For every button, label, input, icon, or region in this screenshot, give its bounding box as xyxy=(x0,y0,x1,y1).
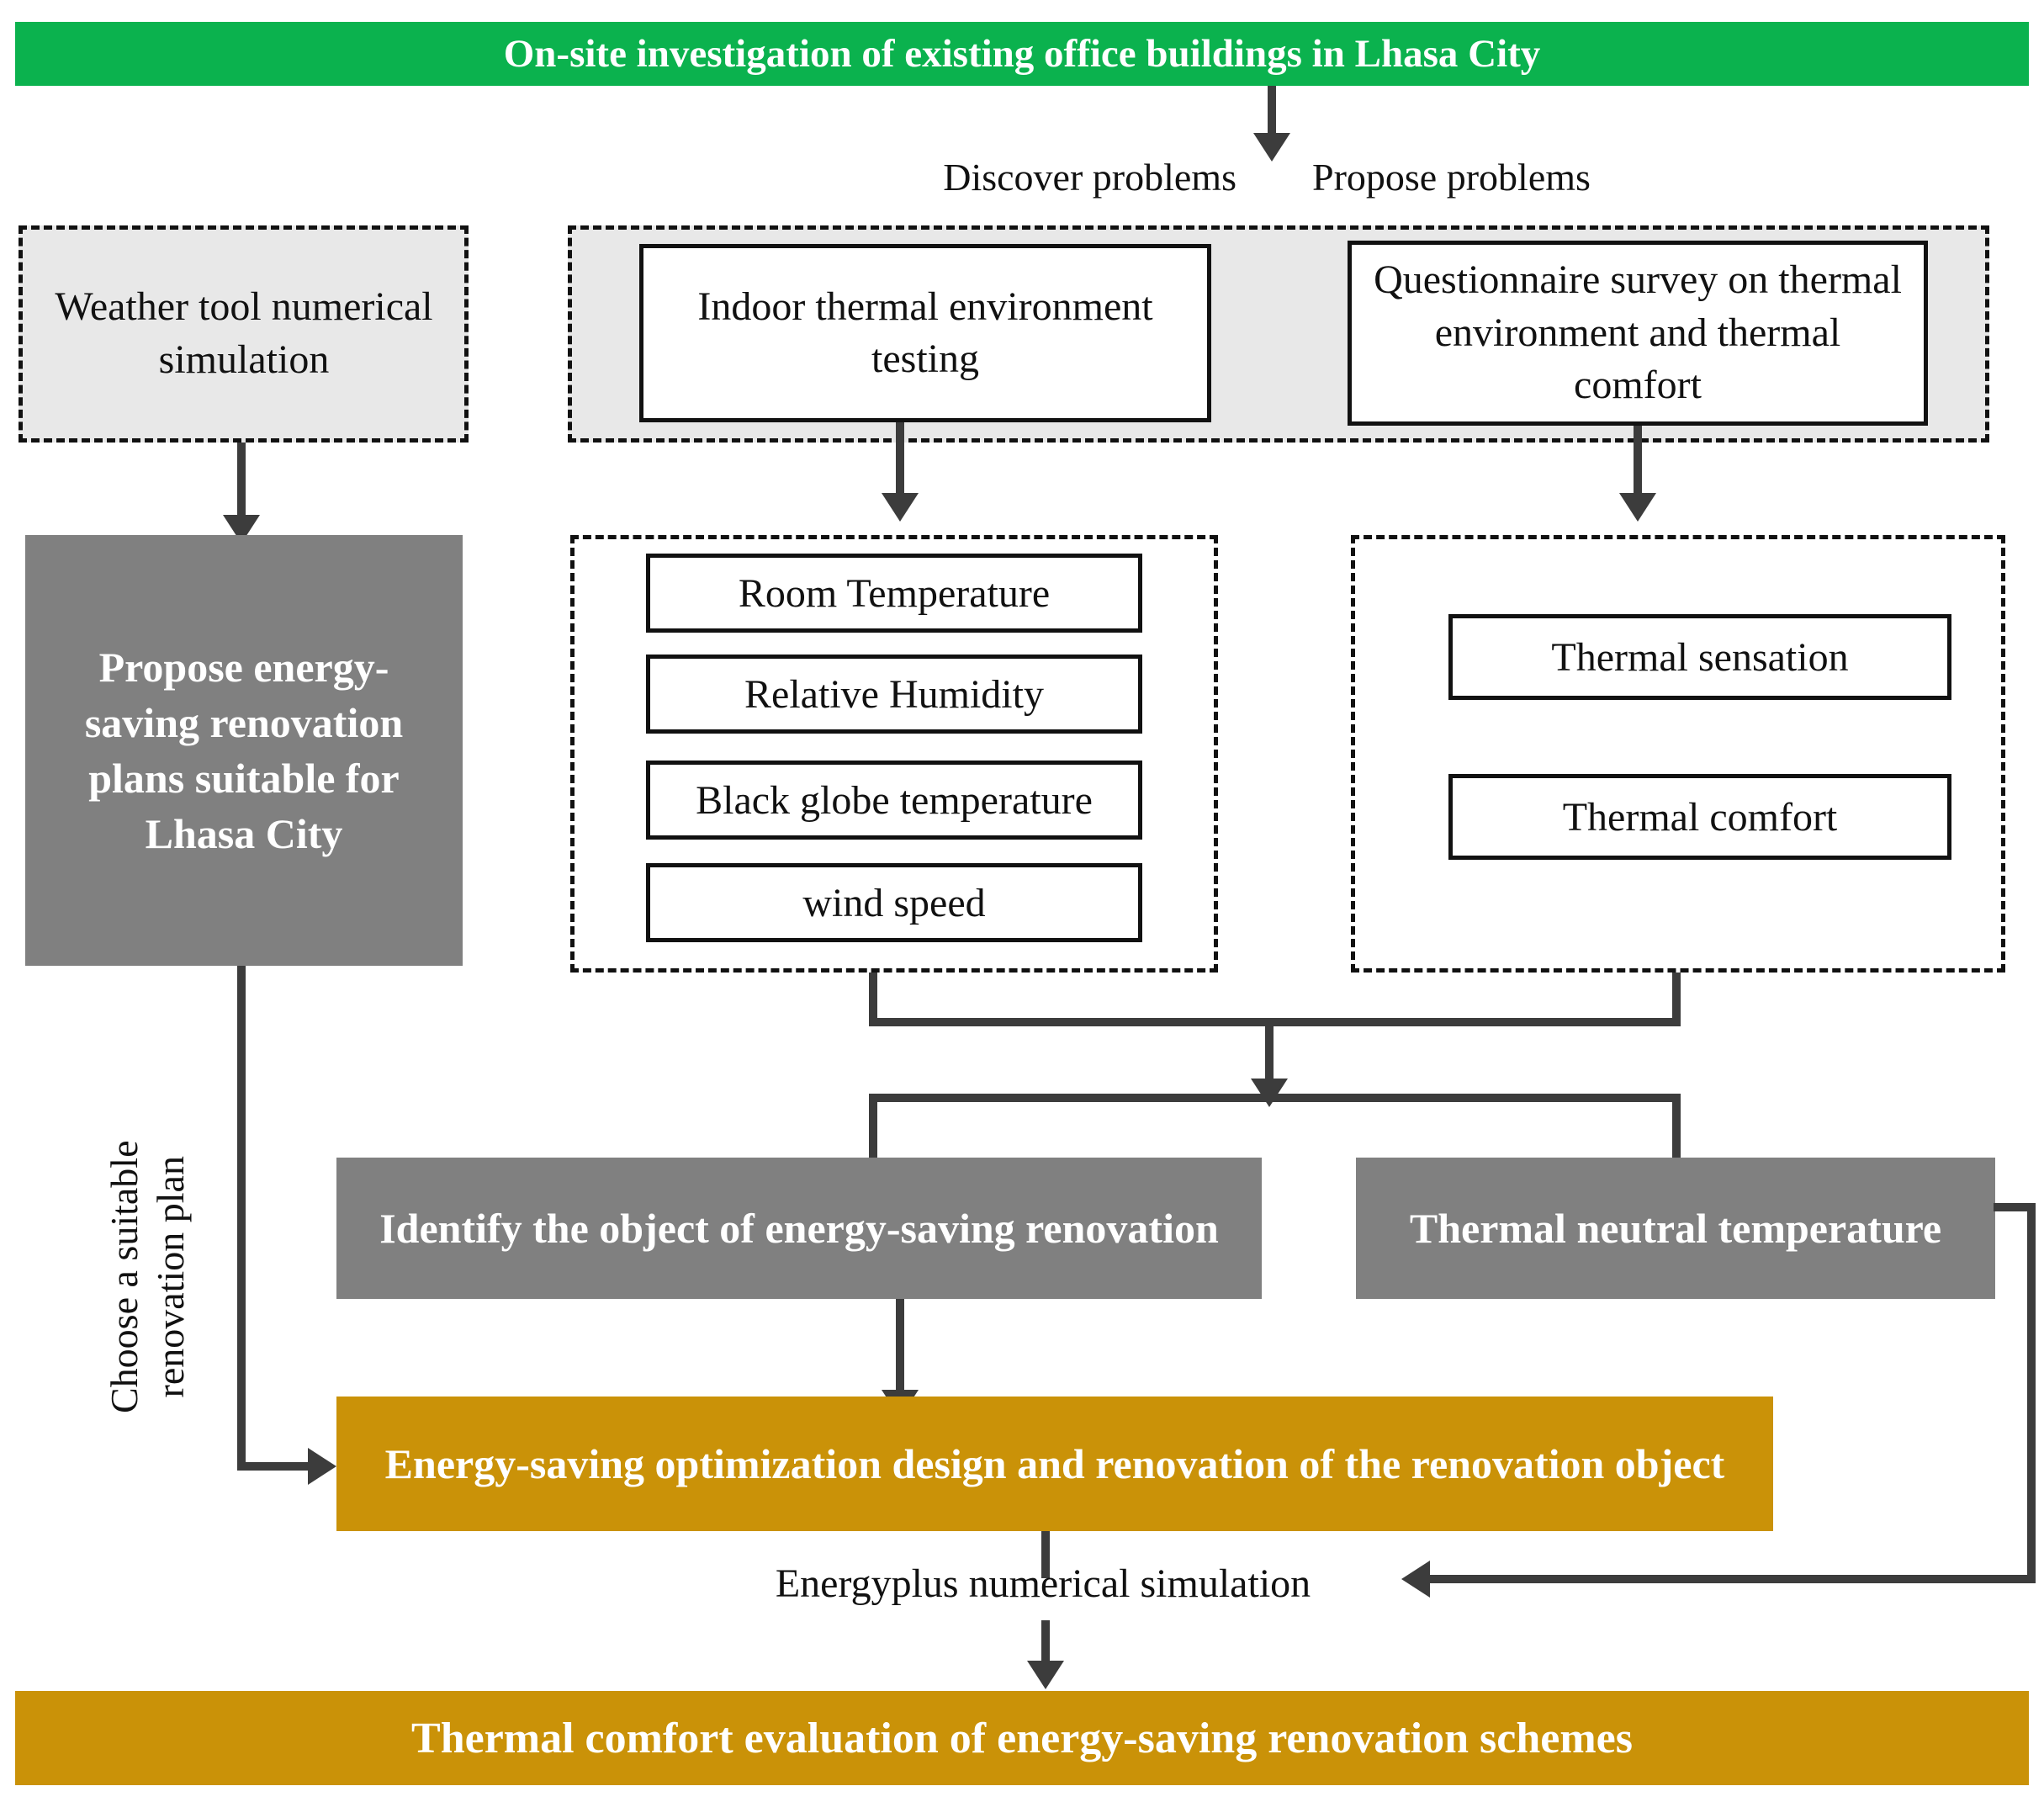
arrowhead-questionnaire-down xyxy=(1619,493,1656,522)
optimization-box: Energy-saving optimization design and re… xyxy=(336,1397,1773,1531)
survey-item-thermal-comfort: Thermal comfort xyxy=(1448,774,1951,860)
arrowhead-energyplus-down xyxy=(1027,1661,1064,1689)
label-propose-problems: Propose problems xyxy=(1312,155,1591,199)
measurement-item-relative-humidity: Relative Humidity xyxy=(646,655,1142,734)
connector-neutral-rail-left xyxy=(1430,1575,2036,1583)
questionnaire-box: Questionnaire survey on thermal environm… xyxy=(1348,241,1928,426)
connector-indoor-to-measurements xyxy=(896,422,904,506)
weather-tool-dashed-container xyxy=(19,225,469,443)
connector-energyplus-to-evaluation xyxy=(1041,1620,1050,1672)
connector-propose-rail-right xyxy=(237,1462,330,1471)
connector-split-right xyxy=(1672,1094,1681,1163)
header-title: On-site investigation of existing office… xyxy=(503,32,1541,76)
connector-neutral-rail-right xyxy=(1994,1203,2036,1211)
connector-merge-down xyxy=(1265,1018,1274,1094)
survey-item-thermal-sensation: Thermal sensation xyxy=(1448,614,1951,700)
arrowhead-propose-right xyxy=(308,1448,336,1485)
label-discover-problems: Discover problems xyxy=(943,155,1236,199)
arrowhead-indoor-down xyxy=(882,493,919,522)
connector-identify-to-optimization xyxy=(896,1299,904,1407)
arrowhead-header-down xyxy=(1253,133,1290,162)
label-energyplus-simulation: Energyplus numerical simulation xyxy=(775,1561,1311,1607)
connector-split-bar xyxy=(869,1094,1681,1102)
connector-split-left xyxy=(869,1094,877,1163)
indoor-testing-box: Indoor thermal environment testing xyxy=(639,244,1211,422)
propose-plans-box: Propose energy-saving renovation plans s… xyxy=(25,535,463,966)
measurement-item-wind-speed: wind speed xyxy=(646,863,1142,942)
survey-dashed-container xyxy=(1351,535,2005,973)
header-band: On-site investigation of existing office… xyxy=(15,22,2029,86)
connector-neutral-rail-down xyxy=(2027,1203,2036,1583)
connector-propose-rail-down xyxy=(237,966,246,1471)
measurement-item-black-globe-temperature: Black globe temperature xyxy=(646,761,1142,840)
connector-weather-to-propose xyxy=(237,443,246,527)
connector-header-to-group xyxy=(1268,86,1276,138)
identify-object-box: Identify the object of energy-saving ren… xyxy=(336,1158,1262,1299)
thermal-neutral-box: Thermal neutral temperature xyxy=(1356,1158,1995,1299)
evaluation-title: Thermal comfort evaluation of energy-sav… xyxy=(411,1714,1633,1762)
connector-survey-stub xyxy=(1672,973,1681,1025)
evaluation-band: Thermal comfort evaluation of energy-sav… xyxy=(15,1691,2029,1785)
weather-tool-label: Weather tool numerical simulation xyxy=(55,284,433,382)
connector-questionnaire-to-survey xyxy=(1634,426,1642,506)
connector-merge-bar-top xyxy=(869,1018,1681,1026)
measurement-item-room-temperature: Room Temperature xyxy=(646,554,1142,633)
connector-optimization-to-energyplus xyxy=(1041,1531,1050,1578)
connector-measurement-stub xyxy=(869,973,877,1025)
arrowhead-merge-down xyxy=(1251,1079,1288,1107)
arrowhead-neutral-left xyxy=(1401,1561,1430,1598)
